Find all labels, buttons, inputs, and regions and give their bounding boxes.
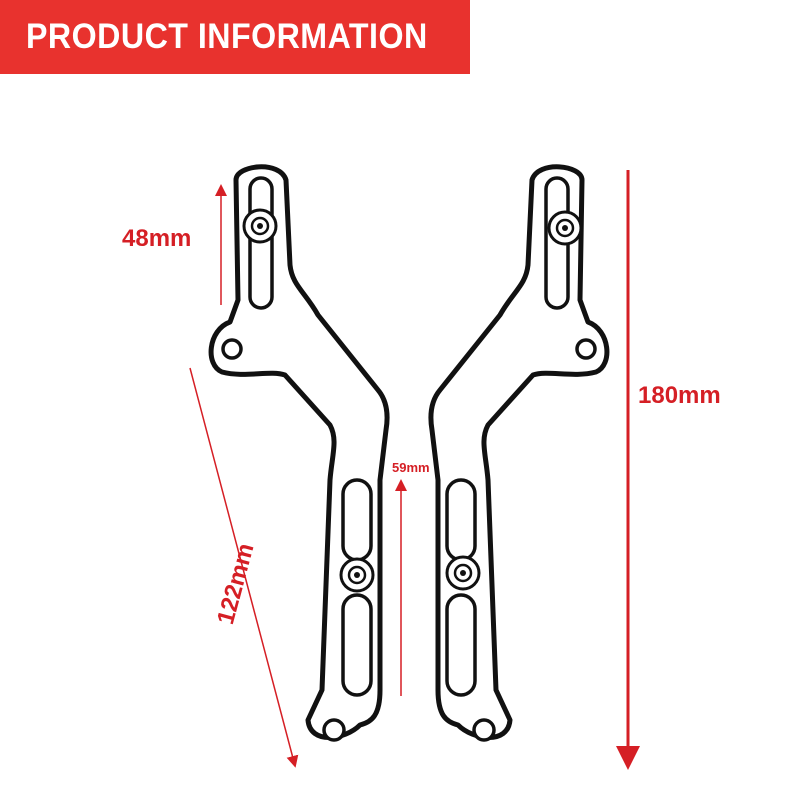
bolt-icon	[242, 208, 278, 244]
dimension-label-top-slot: 48mm	[122, 225, 192, 252]
bracket-left-icon	[208, 164, 390, 742]
header-banner: PRODUCT INFORMATION	[0, 0, 470, 74]
dimension-arrow-icon	[189, 367, 299, 768]
bolt-icon	[445, 555, 481, 591]
banner-title: PRODUCT INFORMATION	[26, 17, 428, 56]
dimension-label-total-height: 180mm	[638, 382, 721, 409]
bolt-icon	[547, 210, 583, 246]
dimension-label-lower-slot: 59mm	[392, 460, 430, 475]
bolt-icon	[339, 557, 375, 593]
bracket-right-icon	[428, 164, 610, 742]
